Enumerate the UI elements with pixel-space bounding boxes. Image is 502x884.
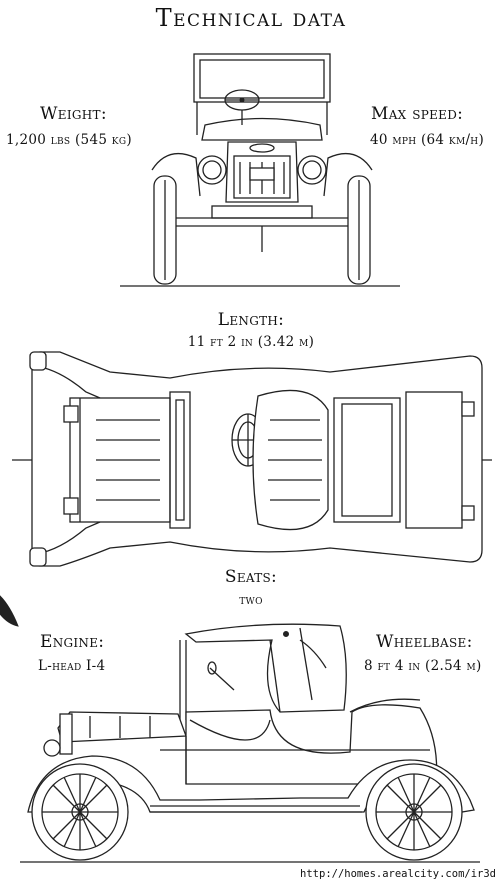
engine-label: Engine: (40, 632, 105, 652)
seats-value: two (239, 592, 263, 608)
max-speed-label: Max speed: (371, 104, 464, 124)
weight-label: Weight: (40, 104, 107, 124)
length-value: 11 ft 2 in (3.42 m) (187, 334, 315, 350)
page-title: Technical data (155, 4, 347, 32)
length-label: Length: (217, 310, 285, 330)
seats-label: Seats: (224, 567, 278, 587)
wheelbase-value: 8 ft 4 in (2.54 m) (364, 658, 482, 674)
wheelbase-label: Wheelbase: (376, 632, 473, 652)
source-url: http://homes.arealcity.com/ir3d (300, 868, 496, 880)
weight-value: 1,200 lbs (545 kg) (6, 132, 132, 148)
engine-value: L-head I-4 (38, 658, 106, 674)
max-speed-value: 40 mph (64 km/h) (370, 132, 485, 148)
